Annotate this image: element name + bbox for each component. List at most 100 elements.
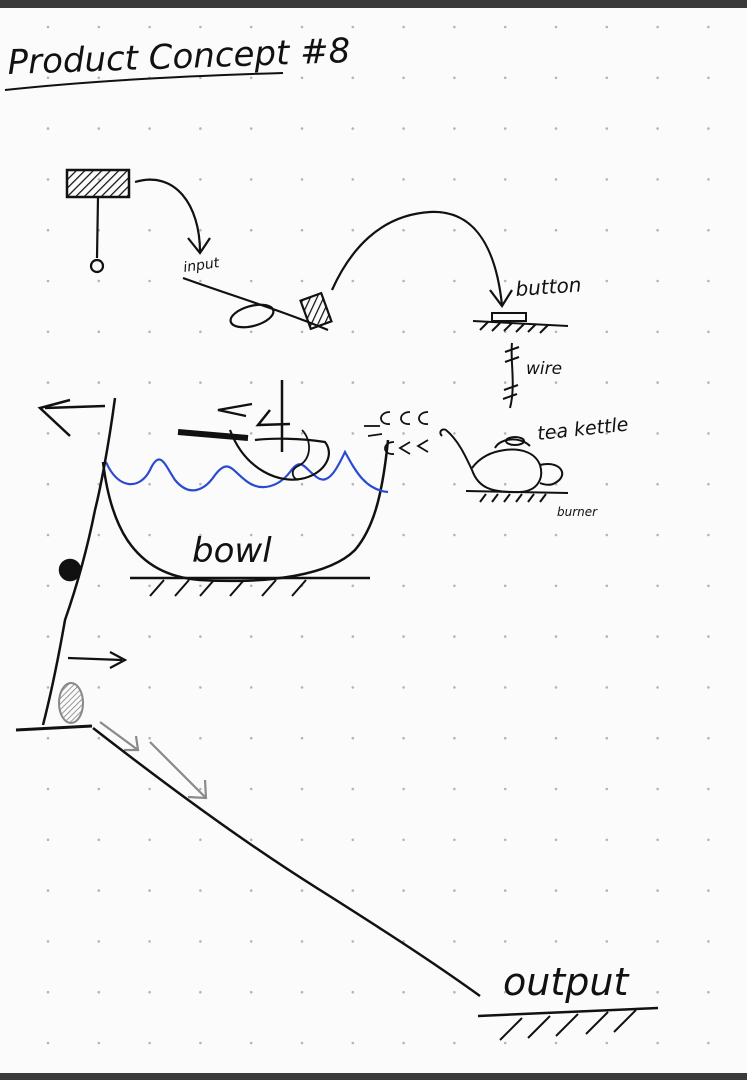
- kettle-lid-knob: [505, 436, 525, 446]
- grid-dot: [605, 178, 609, 181]
- grid-dot: [656, 279, 659, 283]
- grid-dot: [707, 279, 710, 283]
- grid-dot: [249, 178, 253, 181]
- grid-dot: [656, 25, 659, 29]
- grid-dot: [503, 228, 507, 232]
- grid-dot: [97, 432, 101, 435]
- grid-dot: [707, 1041, 710, 1045]
- grid-dot: [199, 787, 202, 791]
- grid-dot: [402, 330, 405, 334]
- grid-dot: [554, 279, 558, 283]
- grid-dot: [605, 1041, 609, 1045]
- grid-dot: [300, 940, 304, 943]
- grid-dot: [656, 736, 659, 740]
- grid-dot: [97, 838, 101, 842]
- bottom-frame-bar: [0, 1073, 747, 1080]
- grid-dot: [351, 228, 355, 232]
- grid-dot: [249, 381, 253, 384]
- page-title: Product Concept #8: [7, 31, 351, 83]
- grid-dot: [707, 889, 710, 892]
- grid-dot: [656, 482, 659, 486]
- grid-dot: [656, 787, 659, 791]
- grid-dot: [503, 635, 507, 638]
- grid-dot: [300, 381, 304, 384]
- grid-dot: [199, 635, 202, 638]
- grid-dot: [351, 584, 355, 588]
- grid-dot: [402, 635, 405, 638]
- pivot-ball: [58, 558, 82, 582]
- grid-dot: [707, 432, 710, 435]
- grid-dot: [503, 584, 507, 588]
- grid-dot: [707, 127, 710, 130]
- title-block: Product Concept #8: [4, 31, 351, 91]
- grid-dot: [554, 635, 558, 638]
- grid-dot: [453, 990, 456, 994]
- grid-dot: [46, 838, 50, 842]
- grid-dot: [199, 533, 202, 537]
- grid-dot: [554, 178, 558, 181]
- grid-dot: [46, 432, 50, 435]
- grid-dot: [656, 889, 659, 892]
- grid-dot: [148, 584, 151, 588]
- grid-dot: [249, 584, 253, 588]
- hatched-block: [65, 168, 131, 199]
- grid-dot: [707, 940, 710, 943]
- grid-dot: [503, 787, 507, 791]
- grid-dot: [351, 686, 355, 689]
- grid-dot: [503, 838, 507, 842]
- grid-dot: [605, 584, 609, 588]
- grid-dot: [453, 279, 456, 283]
- grid-dot: [554, 25, 558, 29]
- wire-label: wire: [526, 359, 562, 379]
- grid-dot: [300, 127, 304, 130]
- grid-dot: [503, 76, 507, 80]
- grid-dot: [656, 330, 659, 334]
- grid-dot: [656, 381, 659, 384]
- grid-dot: [300, 686, 304, 689]
- grid-dot: [46, 533, 50, 537]
- tea-kettle: [439, 428, 564, 494]
- grid-dot: [402, 787, 405, 791]
- grid-dot: [402, 736, 405, 740]
- grid-dot: [351, 178, 355, 181]
- grid-dot: [249, 533, 253, 537]
- grid-dot: [453, 432, 456, 435]
- grid-dot: [605, 838, 609, 842]
- grid-dot: [503, 533, 507, 537]
- grid-dot: [453, 178, 456, 181]
- grid-dot: [351, 533, 355, 537]
- thick-stick: [177, 429, 249, 441]
- grid-dot: [554, 787, 558, 791]
- grid-dot: [503, 25, 507, 29]
- grid-dot: [46, 686, 50, 689]
- grid-dot: [656, 127, 659, 130]
- grid-dot: [199, 381, 202, 384]
- grid-dot: [605, 127, 609, 130]
- grid-dot: [300, 279, 304, 283]
- grid-dot: [199, 228, 202, 232]
- grid-dot: [300, 178, 304, 181]
- pendulum-bob: [89, 258, 105, 274]
- grid-dot: [199, 279, 202, 283]
- grid-dot: [97, 1041, 101, 1045]
- grid-dot: [554, 838, 558, 842]
- grid-dot: [656, 228, 659, 232]
- grid-dot: [605, 940, 609, 943]
- grid-dot: [97, 940, 101, 943]
- grid-dot: [148, 432, 151, 435]
- output-area: output: [477, 960, 659, 1041]
- grid-dot: [707, 178, 710, 181]
- grid-dot: [351, 330, 355, 334]
- grid-dot: [554, 76, 558, 80]
- grid-dot: [249, 686, 253, 689]
- grid-dot: [503, 432, 507, 435]
- grid-dot: [351, 432, 355, 435]
- grid-dot: [351, 940, 355, 943]
- grid-dot: [707, 736, 710, 740]
- grid-dot: [351, 279, 355, 283]
- grid-dot: [503, 736, 507, 740]
- grid-dot: [605, 736, 609, 740]
- grid-dot: [554, 584, 558, 588]
- button-assembly: [472, 312, 569, 334]
- arrow-block-to-input: [134, 178, 211, 255]
